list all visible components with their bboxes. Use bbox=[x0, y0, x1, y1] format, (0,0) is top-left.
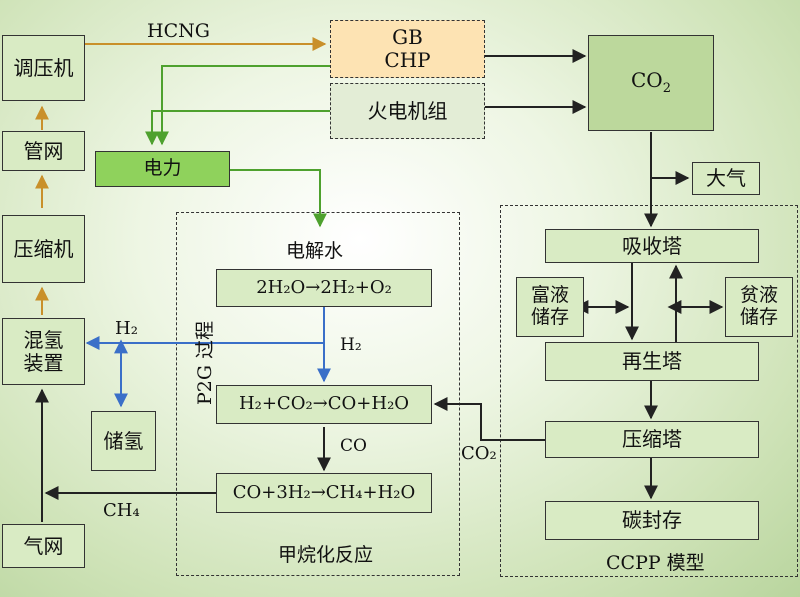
methanation-reaction-text: CO+3H₂→CH₄+H₂O bbox=[232, 481, 416, 503]
carbon-sequestration: 碳封存 bbox=[545, 501, 759, 540]
co2-reduction-reaction-text: H₂+CO₂→CO+H₂O bbox=[238, 393, 410, 415]
compression-tower: 压缩塔 bbox=[545, 421, 759, 458]
gas-network-label: 气网 bbox=[23, 533, 64, 558]
compressor-station: 调压机 bbox=[2, 35, 85, 101]
electrolysis-reaction-text: 2H₂O→2H₂+O₂ bbox=[256, 276, 392, 298]
hydrogen-mixer-label-1: 混氢 bbox=[23, 327, 64, 352]
absorption-tower-label: 吸收塔 bbox=[622, 233, 682, 258]
ch4-label: CH₄ bbox=[103, 500, 140, 521]
rich-liquid-label-2: 储存 bbox=[530, 306, 569, 328]
compressor-label: 压缩机 bbox=[13, 236, 74, 261]
hydrogen-storage: 储氢 bbox=[91, 411, 156, 471]
co-label: CO bbox=[340, 436, 367, 456]
compressor-station-label: 调压机 bbox=[13, 55, 74, 80]
methanation-reaction: CO+3H₂→CH₄+H₂O bbox=[216, 473, 432, 513]
co2-emission-label: CO2 bbox=[631, 68, 671, 97]
electric-power-label: 电力 bbox=[143, 157, 182, 180]
compressor: 压缩机 bbox=[2, 215, 85, 283]
hydrogen-mixer: 混氢 装置 bbox=[2, 318, 85, 385]
electrolysis-reaction: 2H₂O→2H₂+O₂ bbox=[216, 269, 432, 307]
co2-flow-label: CO₂ bbox=[461, 443, 497, 464]
rich-liquid-label-1: 富液 bbox=[530, 284, 569, 307]
methanation-label: 甲烷化反应 bbox=[278, 544, 374, 566]
atmosphere: 大气 bbox=[692, 162, 760, 195]
thermal-power-units-label: 火电机组 bbox=[367, 98, 448, 123]
gb-label: GB bbox=[392, 25, 423, 49]
regeneration-tower: 再生塔 bbox=[545, 342, 759, 381]
rich-liquid-storage: 富液 储存 bbox=[516, 277, 584, 337]
hydrogen-storage-label: 储氢 bbox=[103, 428, 144, 453]
electric-power: 电力 bbox=[95, 151, 230, 187]
p2g-region bbox=[176, 212, 460, 576]
thermal-power-units: 火电机组 bbox=[330, 83, 485, 139]
p2g-title: P2G 过程 bbox=[194, 320, 216, 405]
pipe-network: 管网 bbox=[2, 131, 85, 171]
pipe-network-label: 管网 bbox=[23, 138, 64, 163]
lean-liquid-label-2: 储存 bbox=[739, 306, 778, 328]
hydrogen-mixer-label-2: 装置 bbox=[23, 350, 64, 375]
atmosphere-label: 大气 bbox=[706, 166, 746, 190]
gb-chp-unit: GB CHP bbox=[330, 20, 485, 78]
ccpp-region bbox=[500, 205, 798, 577]
absorption-tower: 吸收塔 bbox=[545, 229, 759, 263]
h2-label: H₂ bbox=[340, 335, 362, 355]
electrolysis-label: 电解水 bbox=[286, 240, 344, 262]
lean-liquid-label-1: 贫液 bbox=[739, 284, 778, 307]
h2-out-label: H₂ bbox=[115, 318, 138, 339]
carbon-sequestration-label: 碳封存 bbox=[622, 508, 682, 532]
gas-network: 气网 bbox=[2, 524, 85, 568]
compression-tower-label: 压缩塔 bbox=[622, 427, 682, 451]
hcng-label: HCNG bbox=[147, 20, 210, 42]
lean-liquid-storage: 贫液 储存 bbox=[725, 277, 793, 337]
co2-emission: CO2 bbox=[588, 35, 714, 131]
ccpp-title: CCPP 模型 bbox=[606, 552, 705, 574]
regeneration-tower-label: 再生塔 bbox=[622, 349, 682, 373]
chp-label: CHP bbox=[384, 48, 431, 72]
co2-reduction-reaction: H₂+CO₂→CO+H₂O bbox=[216, 385, 432, 424]
